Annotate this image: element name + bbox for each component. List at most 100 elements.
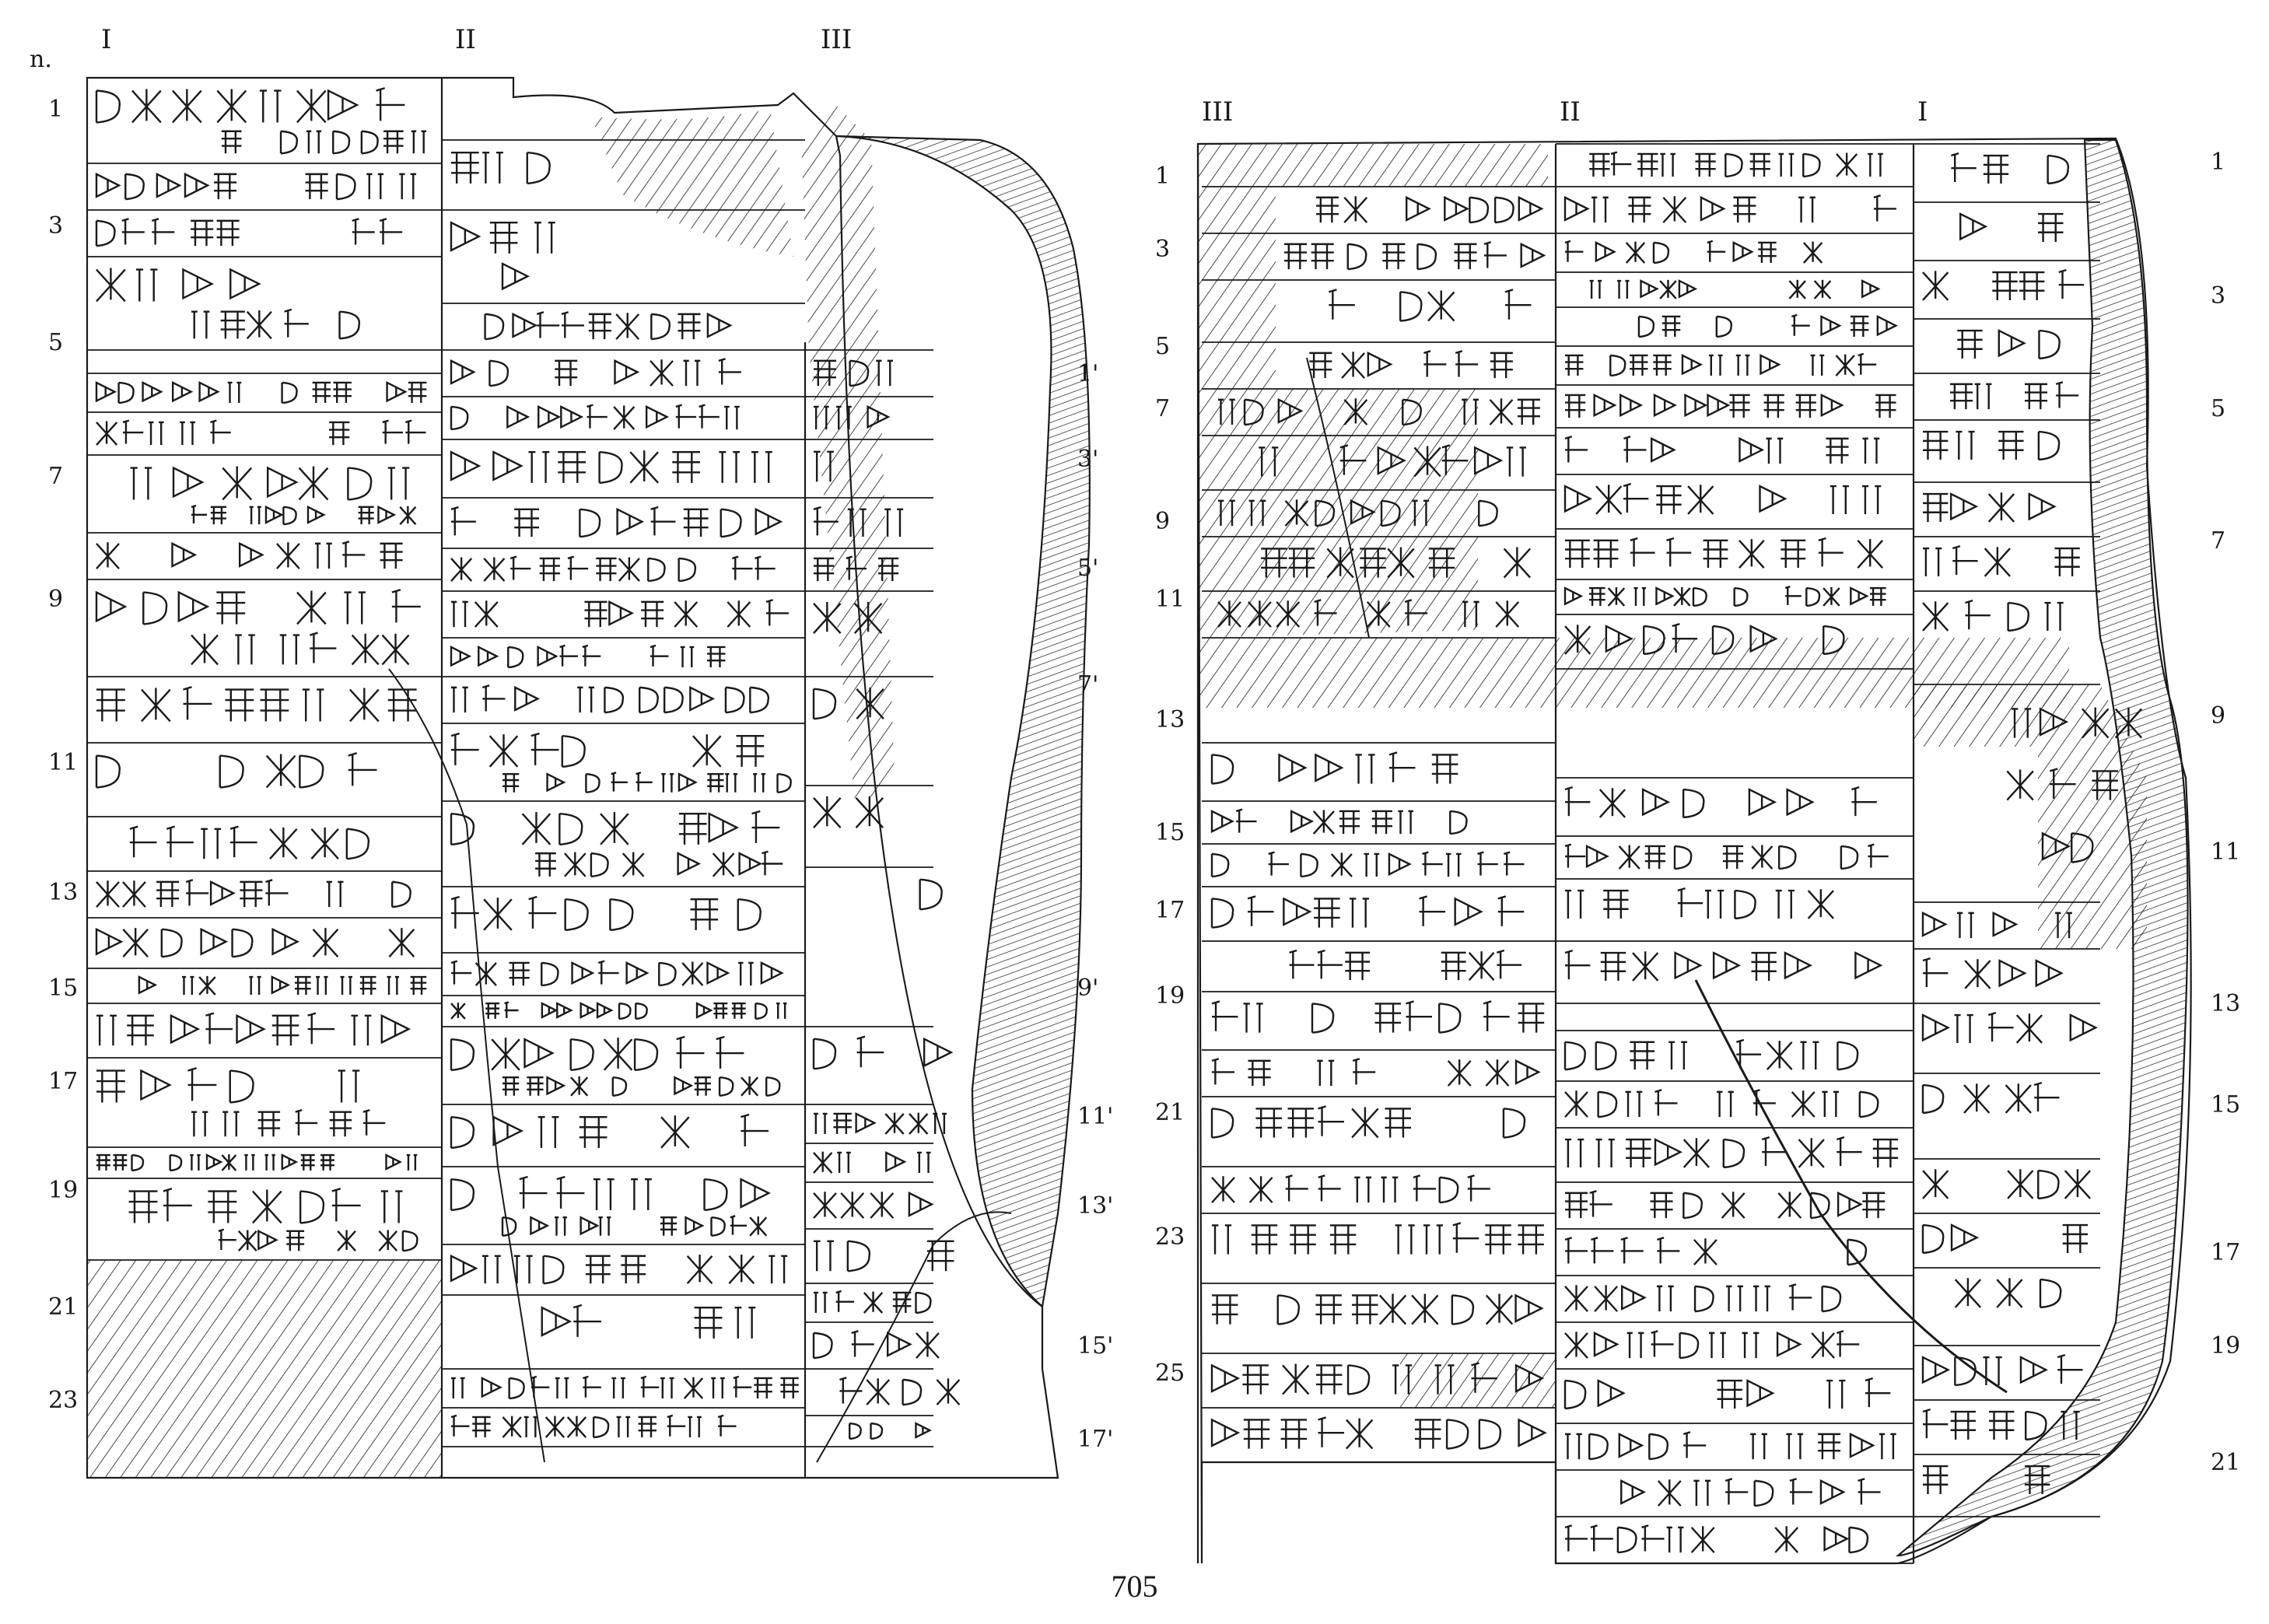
- cuneiform-sign: [1666, 1526, 1684, 1553]
- cuneiform-sign: [380, 542, 403, 569]
- cuneiform-sign: [450, 405, 469, 431]
- cuneiform-sign: [749, 686, 770, 714]
- cuneiform-sign: [1809, 1192, 1830, 1220]
- cuneiform-sign: [1589, 279, 1602, 299]
- cuneiform-sign: [182, 268, 214, 300]
- cuneiform-sign: [1454, 243, 1477, 270]
- cuneiform-sign: [769, 1255, 788, 1284]
- damaged-area: [1198, 144, 1548, 638]
- cuneiform-sign: [2024, 1465, 2050, 1494]
- cuneiform-sign: [1423, 1224, 1444, 1255]
- cuneiform-sign: [1489, 398, 1514, 425]
- cuneiform-sign: [1759, 485, 1788, 513]
- cuneiform-sign: [1367, 351, 1393, 377]
- cuneiform-sign: [526, 151, 551, 185]
- cuneiform-sign: [579, 508, 601, 538]
- cuneiform-sign: [209, 880, 236, 906]
- cuneiform-sign: [1413, 1174, 1437, 1202]
- cuneiform-sign: [713, 1002, 728, 1019]
- cuneiform-sign: [544, 1416, 565, 1438]
- cuneiform-sign: [1666, 537, 1692, 567]
- cuneiform-sign: [755, 1002, 768, 1020]
- cuneiform-sign: [678, 313, 701, 340]
- cuneiform-sign: [299, 1190, 325, 1224]
- cuneiform-sign: [755, 555, 776, 580]
- cuneiform-sign: [481, 1377, 502, 1398]
- cuneiform-sign: [349, 688, 380, 723]
- cuneiform-sign: [658, 961, 677, 987]
- cuneiform-sign: [1690, 1526, 1715, 1553]
- cuneiform-sign: [1984, 547, 2011, 577]
- cuneiform-sign: [2012, 708, 2032, 738]
- cuneiform-sign: [585, 1255, 611, 1284]
- cuneiform-sign: [559, 644, 579, 667]
- cuneiform-sign: [2064, 1169, 2091, 1199]
- cuneiform-sign: [1679, 1332, 1700, 1360]
- cuneiform-sign: [683, 508, 709, 537]
- cuneiform-sign: [216, 591, 246, 625]
- cuneiform-sign: [305, 173, 328, 200]
- cuneiform-sign: [1640, 279, 1659, 299]
- cuneiform-sign: [171, 541, 198, 568]
- damaged-area: [801, 101, 895, 809]
- cuneiform-sign: [451, 686, 468, 713]
- cuneiform-sign: [1210, 1108, 1234, 1139]
- cuneiform-sign: [611, 1076, 628, 1097]
- cuneiform-sign: [1518, 195, 1544, 222]
- line-number: 15: [2211, 1091, 2240, 1118]
- cuneiform-sign: [1276, 600, 1301, 628]
- cuneiform-sign: [231, 928, 254, 958]
- cuneiform-sign: [96, 268, 126, 303]
- cuneiform-sign: [1653, 393, 1677, 418]
- line-number: 5: [2211, 395, 2225, 422]
- cuneiform-sign: [849, 1422, 862, 1440]
- cuneiform-sign: [1700, 195, 1726, 222]
- cuneiform-sign: [863, 1291, 884, 1314]
- cuneiform-sign: [1707, 240, 1726, 262]
- cuneiform-sign: [1850, 586, 1869, 606]
- left-tablet-drawing: [86, 76, 1091, 1479]
- cuneiform-sign: [351, 633, 380, 666]
- cuneiform-sign: [185, 879, 209, 906]
- cuneiform-sign: [566, 1416, 587, 1438]
- cuneiform-sign: [1923, 492, 1949, 522]
- cuneiform-sign: [814, 405, 829, 430]
- cuneiform-sign: [1836, 152, 1858, 177]
- line-number-primed: 5': [1077, 555, 1098, 582]
- cuneiform-sign: [1290, 809, 1315, 834]
- cuneiform-sign: [618, 1002, 632, 1020]
- cuneiform-sign: [1346, 243, 1367, 271]
- cuneiform-sign: [387, 975, 400, 995]
- line-number: 19: [2211, 1332, 2240, 1360]
- cuneiform-sign: [1823, 1525, 1850, 1552]
- cuneiform-sign: [1462, 398, 1479, 425]
- cuneiform-sign: [1364, 852, 1380, 877]
- cuneiform-sign: [577, 686, 594, 713]
- cuneiform-sign: [474, 600, 499, 628]
- cuneiform-sign: [1784, 586, 1802, 605]
- cuneiform-sign: [1861, 279, 1881, 299]
- cuneiform-sign: [1355, 754, 1375, 784]
- cuneiform-sign: [840, 1192, 865, 1219]
- cuneiform-sign: [580, 1002, 597, 1019]
- cuneiform-sign: [1753, 1479, 1774, 1507]
- cuneiform-sign: [1862, 485, 1882, 514]
- cuneiform-sign: [1564, 1332, 1588, 1359]
- cuneiform-sign: [1564, 843, 1586, 868]
- cuneiform-sign: [813, 1192, 837, 1219]
- cuneiform-sign: [201, 828, 222, 859]
- cuneiform-sign: [96, 421, 118, 446]
- cuneiform-sign: [331, 1188, 361, 1222]
- line-number: 23: [48, 1387, 78, 1414]
- cuneiform-sign: [561, 734, 586, 768]
- cuneiform-sign: [1385, 1108, 1411, 1138]
- cuneiform-sign: [1343, 196, 1368, 223]
- cuneiform-sign: [1850, 315, 1869, 338]
- cuneiform-sign: [341, 541, 366, 568]
- cuneiform-sign: [598, 1216, 611, 1236]
- line-number: 17: [48, 1068, 78, 1095]
- cuneiform-sign: [749, 1216, 768, 1237]
- cuneiform-sign: [1247, 895, 1274, 926]
- cuneiform-sign: [1974, 383, 1992, 410]
- cuneiform-sign: [501, 1216, 517, 1237]
